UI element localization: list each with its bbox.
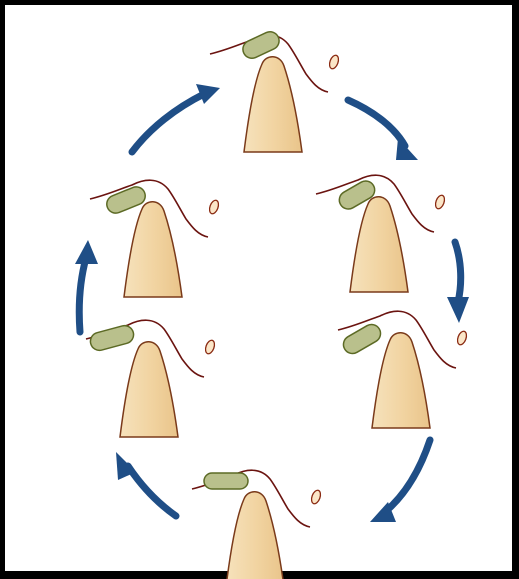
- arrow-head-left-middle: [75, 240, 98, 264]
- stage-top: [210, 29, 340, 152]
- stage-right-upper: [316, 175, 446, 292]
- arrow-top-right: [348, 100, 405, 146]
- arrow-right-middle: [455, 242, 461, 302]
- arrow-bottom-left: [128, 466, 176, 516]
- stage-left-upper: [90, 180, 220, 297]
- arrow-right-bottom: [385, 440, 430, 512]
- arrow-left-top: [132, 94, 204, 152]
- stage-left-lower: [86, 320, 216, 437]
- articular-disc: [340, 321, 384, 357]
- articular-disc: [88, 324, 135, 353]
- articular-disc: [240, 29, 282, 61]
- articular-disc: [204, 473, 248, 489]
- arrow-head-right-middle: [447, 297, 469, 323]
- stage-bottom: [192, 470, 322, 579]
- arrow-left-middle: [79, 258, 86, 332]
- arrow-head-top-right: [396, 138, 418, 160]
- stage-right-lower: [338, 311, 468, 428]
